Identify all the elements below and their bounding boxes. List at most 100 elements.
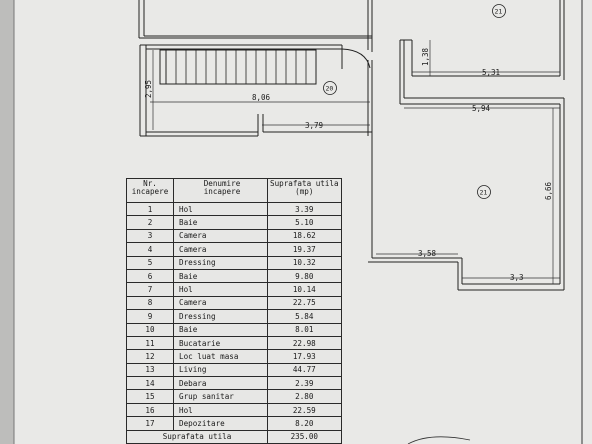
dim-label-height: 2,95 [144,80,153,98]
room-name-cell: Living [173,362,268,378]
dim-label-width: 3,79 [305,121,323,130]
room-name-cell: Camera [173,228,268,244]
room-area-cell: 17.93 [267,349,342,364]
room-name-cell: Baie [173,322,268,337]
table-total-row: Suprafata utila 235.00 [126,429,342,444]
room-name-cell: Hol [173,282,268,297]
dim-label-length: 3,58 [418,249,437,258]
room-area-table: Nr. incapere Denumire incapere Suprafata… [126,178,342,444]
room-name-cell: Dressing [173,255,268,270]
room-number-cell: 17 [126,416,174,431]
room-name-cell: Hol [173,201,268,217]
room-number-cell: 14 [126,376,174,391]
room-area-cell: 8.20 [267,416,342,431]
room-number: 20 [326,85,334,93]
room-number-marker [477,185,491,199]
header-room-number: Nr. incapere [126,178,174,203]
room-number: 21 [480,189,488,197]
room-name-cell: Dressing [173,309,268,324]
room-number-cell: 16 [126,402,174,418]
room-number-cell: 7 [126,282,174,297]
total-label: Suprafata utila [126,429,268,444]
room-area-cell: 2.39 [267,376,342,391]
room-area-cell: 22.59 [267,402,342,418]
stair-treads [175,50,307,84]
total-value: 235.00 [267,429,342,444]
dim-label-length: 3,3 [510,273,524,282]
room-name-cell: Camera [173,242,268,257]
room-number-cell: 8 [126,295,174,311]
room-area-cell: 5.84 [267,309,342,324]
room-number-cell: 15 [126,389,174,404]
room-name-cell: Hol [173,402,268,418]
decorative-arc [407,436,471,444]
room-name-cell: Grup sanitar [173,389,268,404]
header-room-area: Suprafata utila (mp) [267,178,342,203]
room-name-cell: Baie [173,215,268,230]
room-name-cell: Depozitare [173,416,268,431]
room-name-cell: Debara [173,376,268,391]
room-area-cell: 9.80 [267,268,342,284]
room-area-cell: 44.77 [267,362,342,378]
header-room-area-label: Suprafata utila (mp) [270,179,339,196]
header-room-number-label: Nr. incapere [131,179,169,196]
dim-label-length: 5,31 [482,68,500,77]
room-number: 21 [495,8,503,16]
room-number-cell: 13 [126,362,174,378]
room-name-cell: Bucatarie [173,335,268,351]
dimension-lines [150,40,560,284]
room-number-cell: 10 [126,322,174,337]
room-area-cell: 22.75 [267,295,342,311]
room-area-cell: 8.01 [267,322,342,337]
binding-shadow [0,0,14,444]
room-number-cell: 11 [126,335,174,351]
room-name-cell: Camera [173,295,268,311]
room-area-cell: 5.10 [267,215,342,230]
room-number-cell: 3 [126,228,174,244]
header-room-name-label: Denumire incapere [203,179,241,196]
room-name-cell: Loc luat masa [173,349,268,364]
table-header-row: Nr. incapere Denumire incapere Suprafata… [126,178,342,203]
room-number-cell: 2 [126,215,174,230]
dim-label-height: 1,38 [421,47,430,66]
dim-label-length: 5,94 [472,104,491,113]
room-area-cell: 19.37 [267,242,342,257]
room-number-marker [492,4,506,18]
room-number-cell: 5 [126,255,174,270]
room-number-marker [323,81,337,95]
room-area-cell: 2.80 [267,389,342,404]
room-area-cell: 10.14 [267,282,342,297]
dim-label-length: 8,06 [252,93,271,102]
room-number-cell: 6 [126,268,174,284]
room-number-cell: 1 [126,201,174,217]
room-name-cell: Baie [173,268,268,284]
room-number-cell: 4 [126,242,174,257]
header-room-name: Denumire incapere [173,178,268,203]
room-area-cell: 22.98 [267,335,342,351]
room-area-cell: 18.62 [267,228,342,244]
room-number-cell: 12 [126,349,174,364]
dim-label-height: 6,66 [544,181,553,200]
room-area-cell: 10.32 [267,255,342,270]
room-number-cell: 9 [126,309,174,324]
room-area-cell: 3.39 [267,201,342,217]
